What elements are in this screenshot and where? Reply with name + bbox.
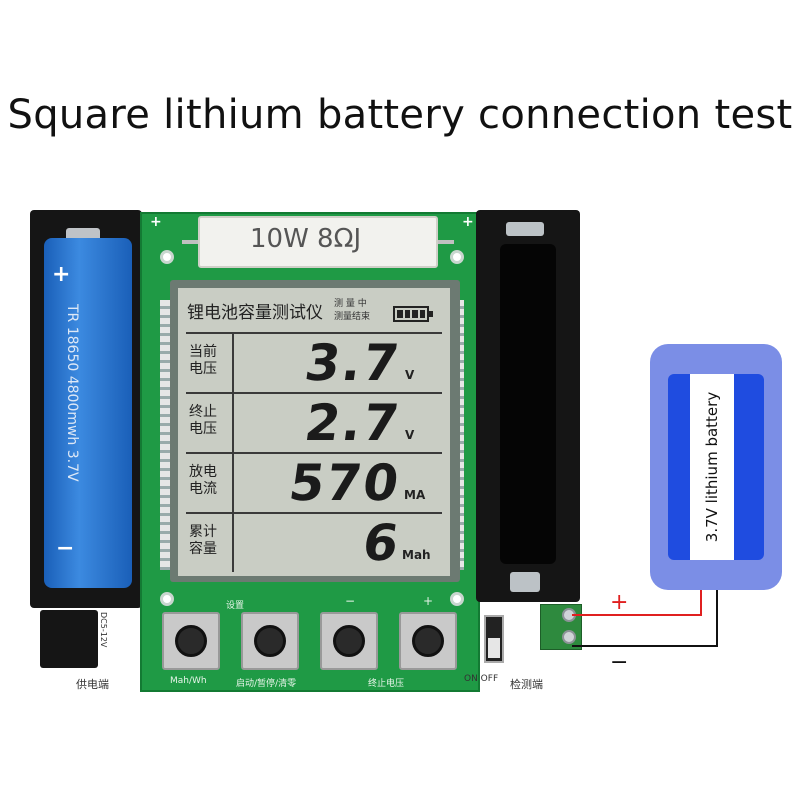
holder-spring	[506, 222, 544, 236]
load-resistor	[198, 216, 438, 268]
lcd-row-label: 当前 电压	[189, 344, 229, 378]
lcd-discharge-current-value: 570	[285, 454, 405, 512]
silk-start-label: 启动/暂停/清零	[236, 679, 297, 689]
lcd-row-label: 放电 电流	[189, 464, 229, 498]
battery-cell-18650	[44, 238, 132, 588]
mode-button-cap[interactable]	[175, 625, 207, 657]
mount-hole	[160, 592, 174, 606]
start-pause-button[interactable]	[241, 612, 299, 670]
lcd-title: 锂电池容量测试仪	[187, 303, 323, 323]
lcd-row-label-line: 电压	[189, 421, 217, 437]
resistor-lead	[182, 240, 200, 244]
lcd-status-measuring: 测 量 中	[334, 299, 367, 309]
mount-hole	[450, 250, 464, 264]
lcd-current-voltage-value: 3.7	[301, 334, 405, 392]
dc-power-jack	[40, 610, 98, 668]
lcd-row-label-line: 电流	[189, 481, 217, 497]
lcd-status-done: 测量结束	[334, 312, 371, 322]
cell-plus-sign: +	[52, 262, 71, 287]
lcd-divider	[186, 392, 442, 394]
lcd-divider	[186, 452, 442, 454]
lcd-row-label-line: 容量	[189, 541, 217, 557]
holder-spring	[510, 572, 540, 592]
lcd-row-label-line: 终止	[189, 404, 217, 420]
start-pause-button-cap[interactable]	[254, 625, 286, 657]
negative-wire	[716, 590, 718, 647]
cell-label: TR 18650 4800mwh 3.7V	[64, 304, 80, 482]
lcd-row-label-line: 累计	[189, 524, 217, 540]
silk-plus-label: +	[423, 594, 434, 608]
lcd-screen	[178, 288, 450, 576]
holder-channel	[500, 244, 556, 564]
page-title: Square lithium battery connection test	[7, 92, 793, 138]
silk-test-label: 检测端	[510, 678, 543, 691]
battery-pack-label-area	[690, 374, 734, 560]
lcd-unit: Mah	[402, 548, 431, 562]
resistor-label: 10W 8ΩJ	[250, 224, 362, 254]
negative-wire	[572, 645, 718, 647]
mount-hole	[450, 592, 464, 606]
silk-power-label: 供电端	[76, 678, 109, 691]
lcd-column-divider	[232, 332, 234, 572]
minus-button-cap[interactable]	[333, 625, 365, 657]
mount-hole	[160, 250, 174, 264]
lcd-row-label-line: 电压	[189, 361, 217, 377]
lcd-row-label: 累计 容量	[189, 524, 229, 558]
terminal-screw-negative[interactable]	[562, 630, 576, 644]
silk-dc-label: DC5-12V	[99, 612, 108, 648]
plus-button-cap[interactable]	[412, 625, 444, 657]
power-switch-knob[interactable]	[488, 638, 500, 658]
battery-level-icon-cap	[429, 311, 433, 317]
lcd-pins-left	[160, 300, 170, 570]
lcd-row-label: 终止 电压	[189, 404, 229, 438]
lcd-row-label-line: 放电	[189, 464, 217, 480]
positive-wire	[700, 590, 702, 616]
lcd-row-label-line: 当前	[189, 344, 217, 360]
silk-minus-label: −	[345, 594, 356, 608]
lcd-cutoff-voltage-value: 2.7	[301, 394, 405, 452]
silk-mode-label: Mah/Wh	[170, 676, 207, 686]
silk-cutoff-label: 终止电压	[368, 679, 405, 689]
lcd-unit: V	[405, 368, 415, 382]
battery-level-icon	[393, 306, 429, 322]
silk-settings-label: 设置	[226, 601, 245, 611]
lcd-unit: V	[405, 428, 415, 442]
silk-switch-label: ON OFF	[464, 674, 499, 684]
positive-sign: +	[610, 590, 629, 615]
resistor-lead	[436, 240, 454, 244]
plus-button[interactable]	[399, 612, 457, 670]
test-terminal-block	[540, 604, 582, 650]
lcd-divider	[186, 512, 442, 514]
positive-wire	[572, 614, 702, 616]
cell-minus-sign: −	[56, 536, 75, 561]
lcd-accumulated-capacity-value: 6	[359, 514, 405, 572]
lcd-divider	[186, 332, 442, 334]
board-plus-mark-right: +	[462, 214, 474, 230]
board-plus-mark-left: +	[150, 214, 162, 230]
negative-sign: −	[610, 650, 629, 675]
battery-pack-label: 3.7V lithium battery	[703, 391, 721, 543]
lcd-unit: MA	[404, 488, 426, 502]
